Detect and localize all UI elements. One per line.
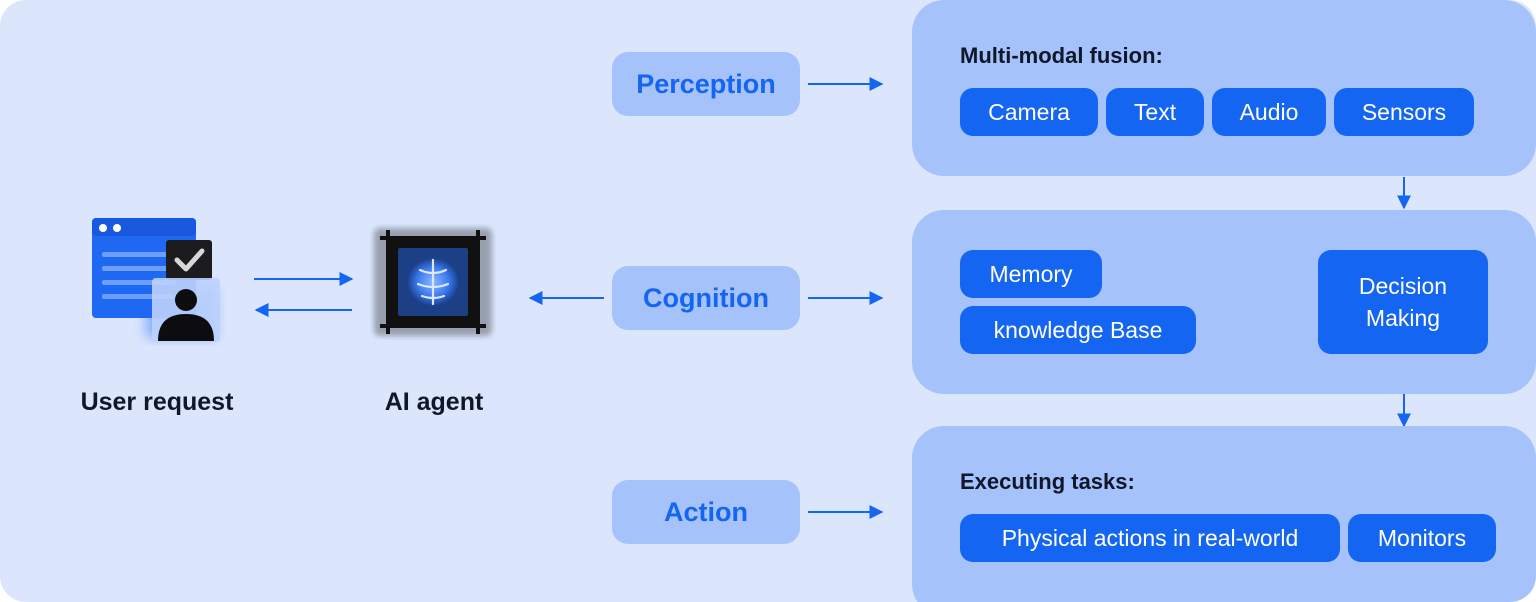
user-request-label: User request (80, 388, 234, 416)
chip-camera: Camera (960, 88, 1098, 136)
chip-sensors: Sensors (1334, 88, 1474, 136)
chip-memory: Memory (960, 250, 1102, 298)
decision-line-2: Making (1365, 305, 1441, 331)
decision-line-1: Decision (1358, 273, 1448, 299)
action-panel-title: Executing tasks: (960, 469, 1135, 494)
perception-panel-title: Multi-modal fusion: (960, 43, 1163, 68)
cognition-panel: Memory knowledge Base Decision Making (912, 210, 1536, 394)
stage-cognition: Cognition (612, 266, 800, 330)
stage-action-label: Action (664, 496, 748, 527)
ai-agent-label: AI agent (384, 388, 484, 416)
stage-action: Action (612, 480, 800, 544)
chip-text: Text (1106, 88, 1204, 136)
chip-decision-making: Decision Making (1318, 250, 1488, 354)
user-request-icon (92, 218, 220, 342)
chip-knowledge-base: knowledge Base (960, 306, 1196, 354)
perception-panel: Multi-modal fusion: Camera Text Audio Se… (912, 0, 1536, 176)
action-panel: Executing tasks: Physical actions in rea… (912, 426, 1536, 602)
stage-perception-label: Perception (636, 68, 776, 99)
stage-cognition-label: Cognition (643, 282, 769, 313)
stage-perception: Perception (612, 52, 800, 116)
chip-monitors: Monitors (1348, 514, 1496, 562)
chip-audio: Audio (1212, 88, 1326, 136)
ai-chip-brain-icon (374, 228, 492, 336)
chip-physical-actions: Physical actions in real-world (960, 514, 1340, 562)
